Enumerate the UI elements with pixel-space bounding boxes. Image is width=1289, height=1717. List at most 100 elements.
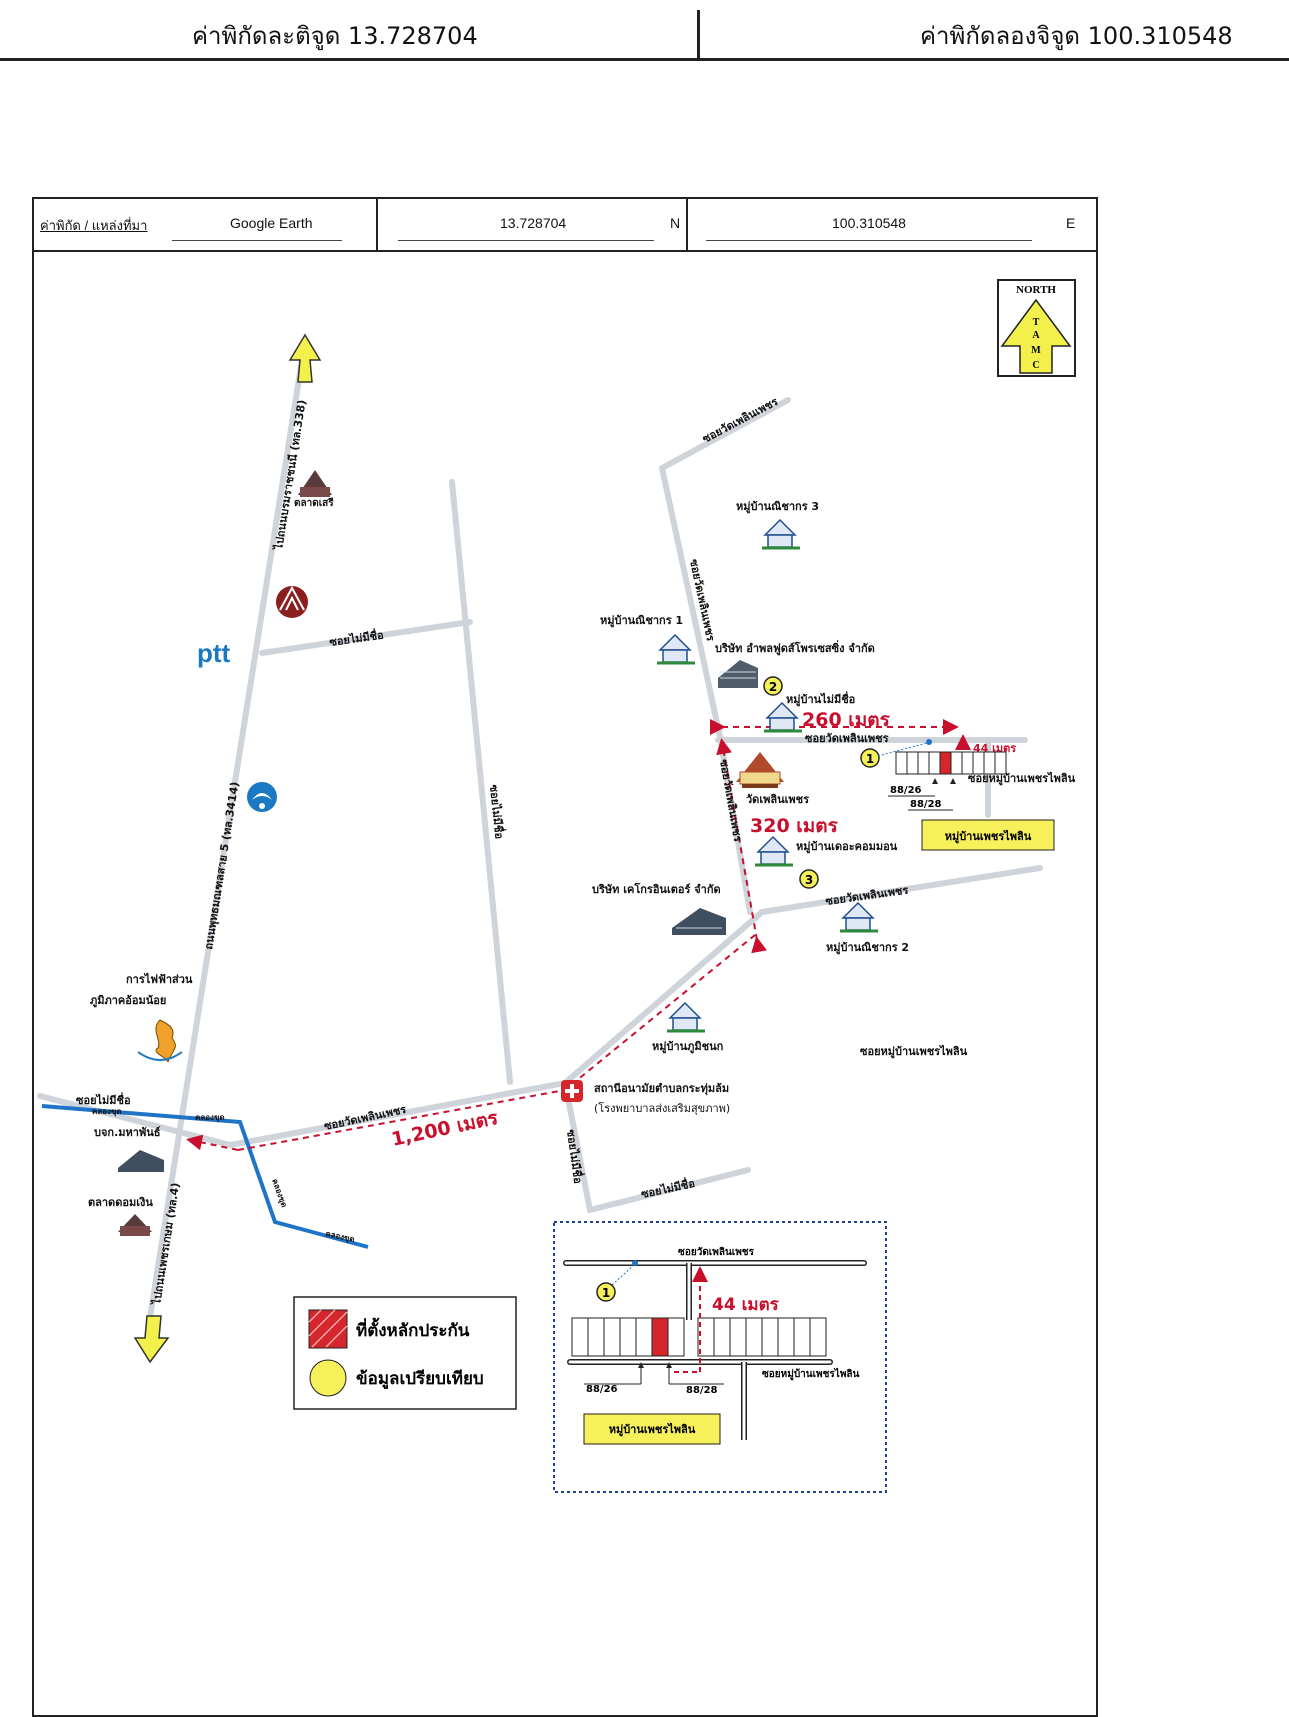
compass-letter-a: A: [1032, 330, 1040, 341]
temple-icon: [736, 752, 784, 788]
place-icons: ptt: [118, 470, 878, 1236]
inset-plot-88-26: 88/26: [586, 1384, 618, 1395]
inset-road-right: ซอยหมู่บ้านเพชรไพลิน: [762, 1367, 860, 1381]
label-moo-ban-phet-phloen-road: ซอยหมู่บ้านเพชรไพลิน: [968, 771, 1076, 786]
header-divider-1: [376, 197, 378, 250]
north-compass: NORTH T A M C: [997, 279, 1076, 377]
legend-comparison-label: ข้อมูลเปรียบเทียบ: [356, 1368, 484, 1390]
inset-village-label: หมู่บ้านเพชรไพลิน: [609, 1422, 696, 1437]
label-village-3: หมู่บ้านณิชากร 3: [736, 500, 819, 514]
distance-260: 260 เมตร: [802, 709, 891, 731]
compass-letter-c: C: [1032, 360, 1039, 371]
house-icons: [657, 518, 878, 1033]
route-320m: [716, 738, 767, 954]
road-phutthamonthon: [145, 357, 305, 1333]
label-phetkasem: ไปถนนเพชรเกษม (ทล.4): [149, 1182, 182, 1308]
label-health-station: สถานีอนามัยตำบลกระทุ่มล้ม: [594, 1082, 729, 1096]
collateral-plot-main: [939, 751, 952, 775]
label-electricity-line2: ภูมิภาคอ้อมน้อย: [90, 994, 166, 1008]
marker-1-icon: [860, 748, 880, 768]
inset-village-box: [583, 1413, 721, 1445]
header-lng-dir: E: [1066, 215, 1076, 231]
marker-3-label: 3: [805, 873, 813, 887]
source-underline: [172, 240, 342, 241]
inset-road-top: ซอยวัดเพลินเพชร: [678, 1246, 755, 1258]
canal-khlong-khut: [41, 1104, 369, 1249]
marker-2-label: 2: [769, 680, 777, 694]
inset-marker-1-icon: [596, 1282, 616, 1302]
road-no-name-3: [562, 1080, 751, 1214]
plot-88-28-main: 88/28: [910, 799, 942, 810]
village-3-icon: [762, 518, 800, 550]
market-om-ngoen-icon: [118, 1214, 152, 1236]
village-1-icon: [657, 633, 695, 665]
legend: ที่ตั้งหลักประกัน ข้อมูลเปรียบเทียบ: [293, 1296, 517, 1410]
road-no-name-2: [449, 479, 513, 1085]
label-canal-4: คลองขุด: [324, 1229, 355, 1245]
label-no-name-2: ซอยไม่มีชื่อ: [487, 784, 508, 840]
road-wat-phloen-phet-vert: [659, 465, 753, 915]
detail-inset: ซอยวัดเพลินเพชร 44 เมตร 1 88/26 88/28 ซอ…: [553, 1221, 887, 1493]
inset-collateral-plot: [651, 1317, 669, 1357]
ptt-logo: ptt: [197, 638, 231, 668]
marker-1-label: 1: [866, 752, 874, 766]
road-no-name-1: [259, 619, 473, 656]
market-icon: [298, 470, 332, 497]
factory-ampol-icon: [718, 660, 758, 688]
factory-mahaphan-icon: [118, 1150, 164, 1172]
health-station-icon: [561, 1080, 583, 1102]
label-talat-seri: ตลาดเสรี: [294, 497, 334, 509]
label-no-name-3: ซอยไม่มีชื่อ: [564, 1128, 586, 1184]
marker-2-icon: [763, 676, 783, 696]
village-phumichok-icon: [667, 1001, 705, 1033]
inset-distance: 44 เมตร: [712, 1295, 780, 1315]
compass-north-text: NORTH: [1016, 284, 1056, 296]
village-noname-icon: [764, 701, 802, 733]
collateral-plots: 88/26 88/28: [888, 751, 1007, 811]
comparison-markers: 2 1 3: [763, 676, 932, 889]
blue-bank-icon: [247, 782, 277, 812]
distance-320: 320 เมตร: [750, 815, 839, 837]
plot-88-26-main: 88/26: [890, 785, 922, 796]
village-phet-phloen-label: หมู่บ้านเพชรไพลิน: [945, 829, 1032, 844]
south-direction-arrow: [133, 1315, 170, 1364]
label-wat-phloen-phet-mid: ซอยวัดเพลินเพชร: [805, 732, 889, 745]
label-company-ampol: บริษัท อำพลฟูดส์โพรเซสซิ่ง จำกัด: [715, 640, 875, 656]
header-latitude: 13.728704: [500, 215, 567, 231]
label-no-name-5: ซอยไม่มีชื่อ: [76, 1092, 131, 1107]
factory-kc-icon: [672, 908, 726, 935]
marker-1-point: [926, 739, 932, 745]
label-wat: วัดเพลินเพชร: [746, 793, 809, 806]
inset-plot-88-28: 88/28: [686, 1385, 718, 1396]
lng-underline: [706, 240, 1032, 241]
label-canal-3: คลองขุด: [269, 1178, 289, 1209]
source-value: Google Earth: [230, 215, 313, 231]
label-village-phumichok: หมู่บ้านภูมิชนก: [652, 1040, 724, 1054]
label-village-the-common: หมู่บ้านเดอะคอมมอน: [796, 840, 898, 854]
label-wat-phloen-phet-top: ซอยวัดเพลินเพชร: [700, 395, 780, 446]
label-no-name-1: ซอยไม่มีชื่อ: [328, 627, 384, 649]
place-labels: ตลาดเสรี หมู่บ้านณิชากร 3 หมู่บ้านณิชากร…: [88, 497, 909, 1209]
coordinate-divider: [697, 10, 700, 60]
label-phutthamonthon: ถนนพุทธมณฑลสาย 5 (ทล.3414): [202, 781, 242, 951]
map-header: ค่าพิกัด / แหล่งที่มา Google Earth 13.72…: [32, 197, 1098, 252]
compass-arrow-icon: [1000, 298, 1072, 374]
compass-letter-m: M: [1031, 345, 1041, 356]
label-no-name-4: ซอยไม่มีชื่อ: [640, 1175, 697, 1201]
label-wat-phloen-phet-vert2: ซอยวัดเพลินเพชร: [717, 758, 744, 843]
label-talat-om-ngoen: ตลาดดอมเงิน: [88, 1196, 153, 1209]
coordinate-underline: [0, 58, 1289, 61]
road-wat-phloen-phet-main: [227, 865, 1043, 1148]
legend-comparison-swatch: [309, 1359, 347, 1397]
label-village-1: หมู่บ้านณิชากร 1: [600, 614, 683, 628]
electricity-logo-icon: [137, 1019, 183, 1063]
header-lat-dir: N: [670, 215, 681, 231]
label-mahaphan: บจก.มหาพันธ์: [94, 1126, 161, 1139]
longitude-label: ค่าพิกัดลองจิจูด 100.310548: [920, 22, 1233, 50]
label-village-noname: หมู่บ้านไม่มีชื่อ: [786, 691, 855, 707]
north-direction-arrow: [288, 333, 322, 383]
label-moo-ban-phet-phloen: ซอยหมู่บ้านเพชรไพลิน: [860, 1044, 968, 1059]
inset-marker-1-label: 1: [602, 1286, 610, 1300]
label-village-2: หมู่บ้านณิชากร 2: [826, 941, 909, 955]
